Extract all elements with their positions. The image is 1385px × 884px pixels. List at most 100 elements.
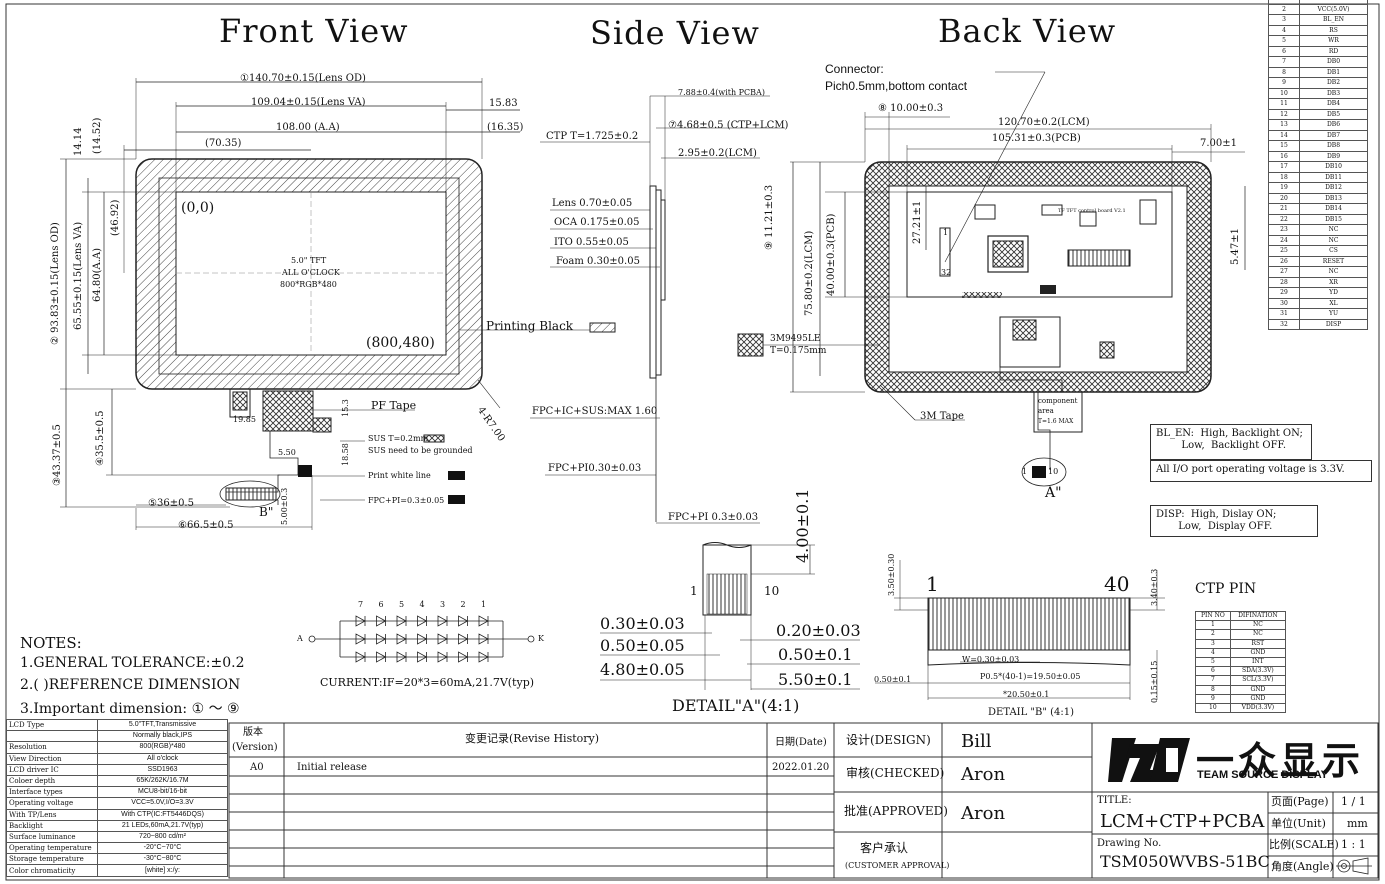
origin-label: (0,0) (181, 200, 215, 216)
pin-signal: DB2 (1299, 77, 1368, 89)
pin-number: 16 (1268, 150, 1300, 162)
led-diode (355, 615, 366, 627)
pin-number: 5 (1268, 35, 1300, 47)
pin-number: 11 (1268, 98, 1300, 110)
pin-number: 24 (1268, 234, 1300, 246)
detail-a-d6: 5.50±0.1 (778, 670, 853, 689)
connector-pin-1: 1 (943, 228, 949, 237)
detail-b-v2: 3.40±0.3 (1150, 568, 1159, 606)
dim-36: ⑤36±0.5 (148, 498, 194, 509)
side-oca: OCA 0.175±0.05 (554, 217, 640, 228)
dim-64-80: 64.80(A.A) (92, 247, 103, 302)
pin-number: 32 (1268, 318, 1300, 330)
io-voltage-note: All I/O port operating voltage is 3.3V. (1150, 460, 1372, 482)
dim-46-92: (46.92) (110, 199, 121, 236)
pin-number: 25 (1268, 245, 1300, 257)
led-diode (437, 615, 448, 627)
scale-value: 1 : 1 (1341, 838, 1366, 851)
spec-key: Operating temperature (6, 842, 98, 855)
detail-a-d4: 0.20±0.03 (776, 621, 861, 640)
unit-label: 单位(Unit) (1271, 817, 1326, 830)
spec-value: All o'clock (97, 752, 228, 765)
detail-b-title: DETAIL "B" (4:1) (988, 707, 1075, 718)
pin-number: 21 (1268, 203, 1300, 215)
ctp-pin-def: NC (1229, 620, 1287, 631)
spec-value: 65K/262K/16.7M (97, 774, 228, 788)
dim-15-3: 15.3 (341, 399, 350, 417)
projection-angle-icon (1336, 857, 1372, 875)
ctp-pin-number: 2 (1195, 629, 1231, 640)
led-diode (376, 651, 387, 663)
pin-signal: RD (1299, 45, 1368, 57)
connector-label: Connector: (825, 62, 884, 76)
side-fpc-pi-030: FPC+PI0.30±0.03 (548, 463, 642, 474)
led-cathode-label: K (538, 634, 544, 643)
side-lens: Lens 0.70±0.05 (552, 198, 633, 209)
pin-signal: YU (1299, 308, 1368, 320)
spec-value: Normally black,IPS (97, 730, 228, 743)
end-coordinate-label: (800,480) (366, 335, 435, 351)
checked-name: Aron (961, 764, 1006, 785)
angle-label: 角度(Angle) (1271, 860, 1334, 873)
spec-key: View Direction (6, 752, 98, 765)
connector-pitch: Pich0.5mm,bottom contact (825, 79, 968, 93)
printing-black-label: Printing Black (486, 319, 574, 333)
pin-signal: DB13 (1299, 192, 1368, 204)
notes-title: NOTES: (20, 634, 82, 652)
detail-b-v1: 3.50±0.30 (887, 553, 896, 596)
pin-signal: DB7 (1299, 129, 1368, 141)
pin-number: 29 (1268, 287, 1300, 299)
component-label-2: area (1038, 407, 1054, 415)
spec-value: [white] x:/y: (97, 864, 228, 877)
led-current-label: CURRENT:IF=20*3=60mA,21.7V(typ) (320, 676, 535, 689)
ctp-pin-number: 7 (1195, 675, 1231, 686)
back-dim-40: 40.00±0.3(PCB) (826, 213, 837, 296)
sus-label-2: SUS need to be grounded (368, 446, 473, 455)
bl-en-note: BL_EN: High, Backlight ON; Low, Backligh… (1150, 424, 1312, 460)
ctp-pin-number: 8 (1195, 684, 1231, 695)
pin-signal: YD (1299, 287, 1368, 299)
ctp-pin-title: CTP PIN (1195, 581, 1257, 597)
rev-header-history: 变更记录(Revise History) (465, 732, 600, 745)
spec-key: Resolution (6, 741, 98, 754)
spec-key: Coloer depth (6, 774, 98, 788)
led-diode (376, 615, 387, 627)
led-column-number: 1 (481, 600, 487, 609)
spec-row: Color chromaticity[white] x:/y: (6, 864, 228, 877)
side-ito: ITO 0.55±0.05 (554, 237, 629, 248)
pin-number: 4 (1268, 24, 1300, 36)
pin-number: 27 (1268, 266, 1300, 278)
print-white-label: Print white line (368, 471, 431, 480)
pin-signal: DB12 (1299, 182, 1368, 194)
pin-number: 22 (1268, 213, 1300, 225)
pin-number: 6 (1268, 45, 1300, 57)
tsd-logo-icon (1108, 738, 1190, 782)
ctp-pin-number: 4 (1195, 647, 1231, 658)
dim-16-35: (16.35) (487, 122, 524, 133)
detail-a-d5: 0.50±0.1 (778, 645, 853, 664)
pin-number: 12 (1268, 108, 1300, 120)
spec-key (6, 730, 98, 743)
rev-version: A0 (250, 762, 264, 773)
spec-value: 21 LEDs,60mA,21.7V(typ) (97, 819, 228, 832)
unit-value: mm (1347, 817, 1368, 830)
ctp-pin-number: 10 (1195, 702, 1231, 714)
ctp-pin-def: SDA(3.3V) (1229, 666, 1287, 677)
pin-number: 7 (1268, 56, 1300, 68)
ctp-pin-def: RST (1229, 638, 1287, 649)
pin-signal: RESET (1299, 255, 1368, 267)
back-pin-10: 10 (1048, 467, 1059, 476)
rev-header-version-en: (Version) (232, 742, 278, 753)
